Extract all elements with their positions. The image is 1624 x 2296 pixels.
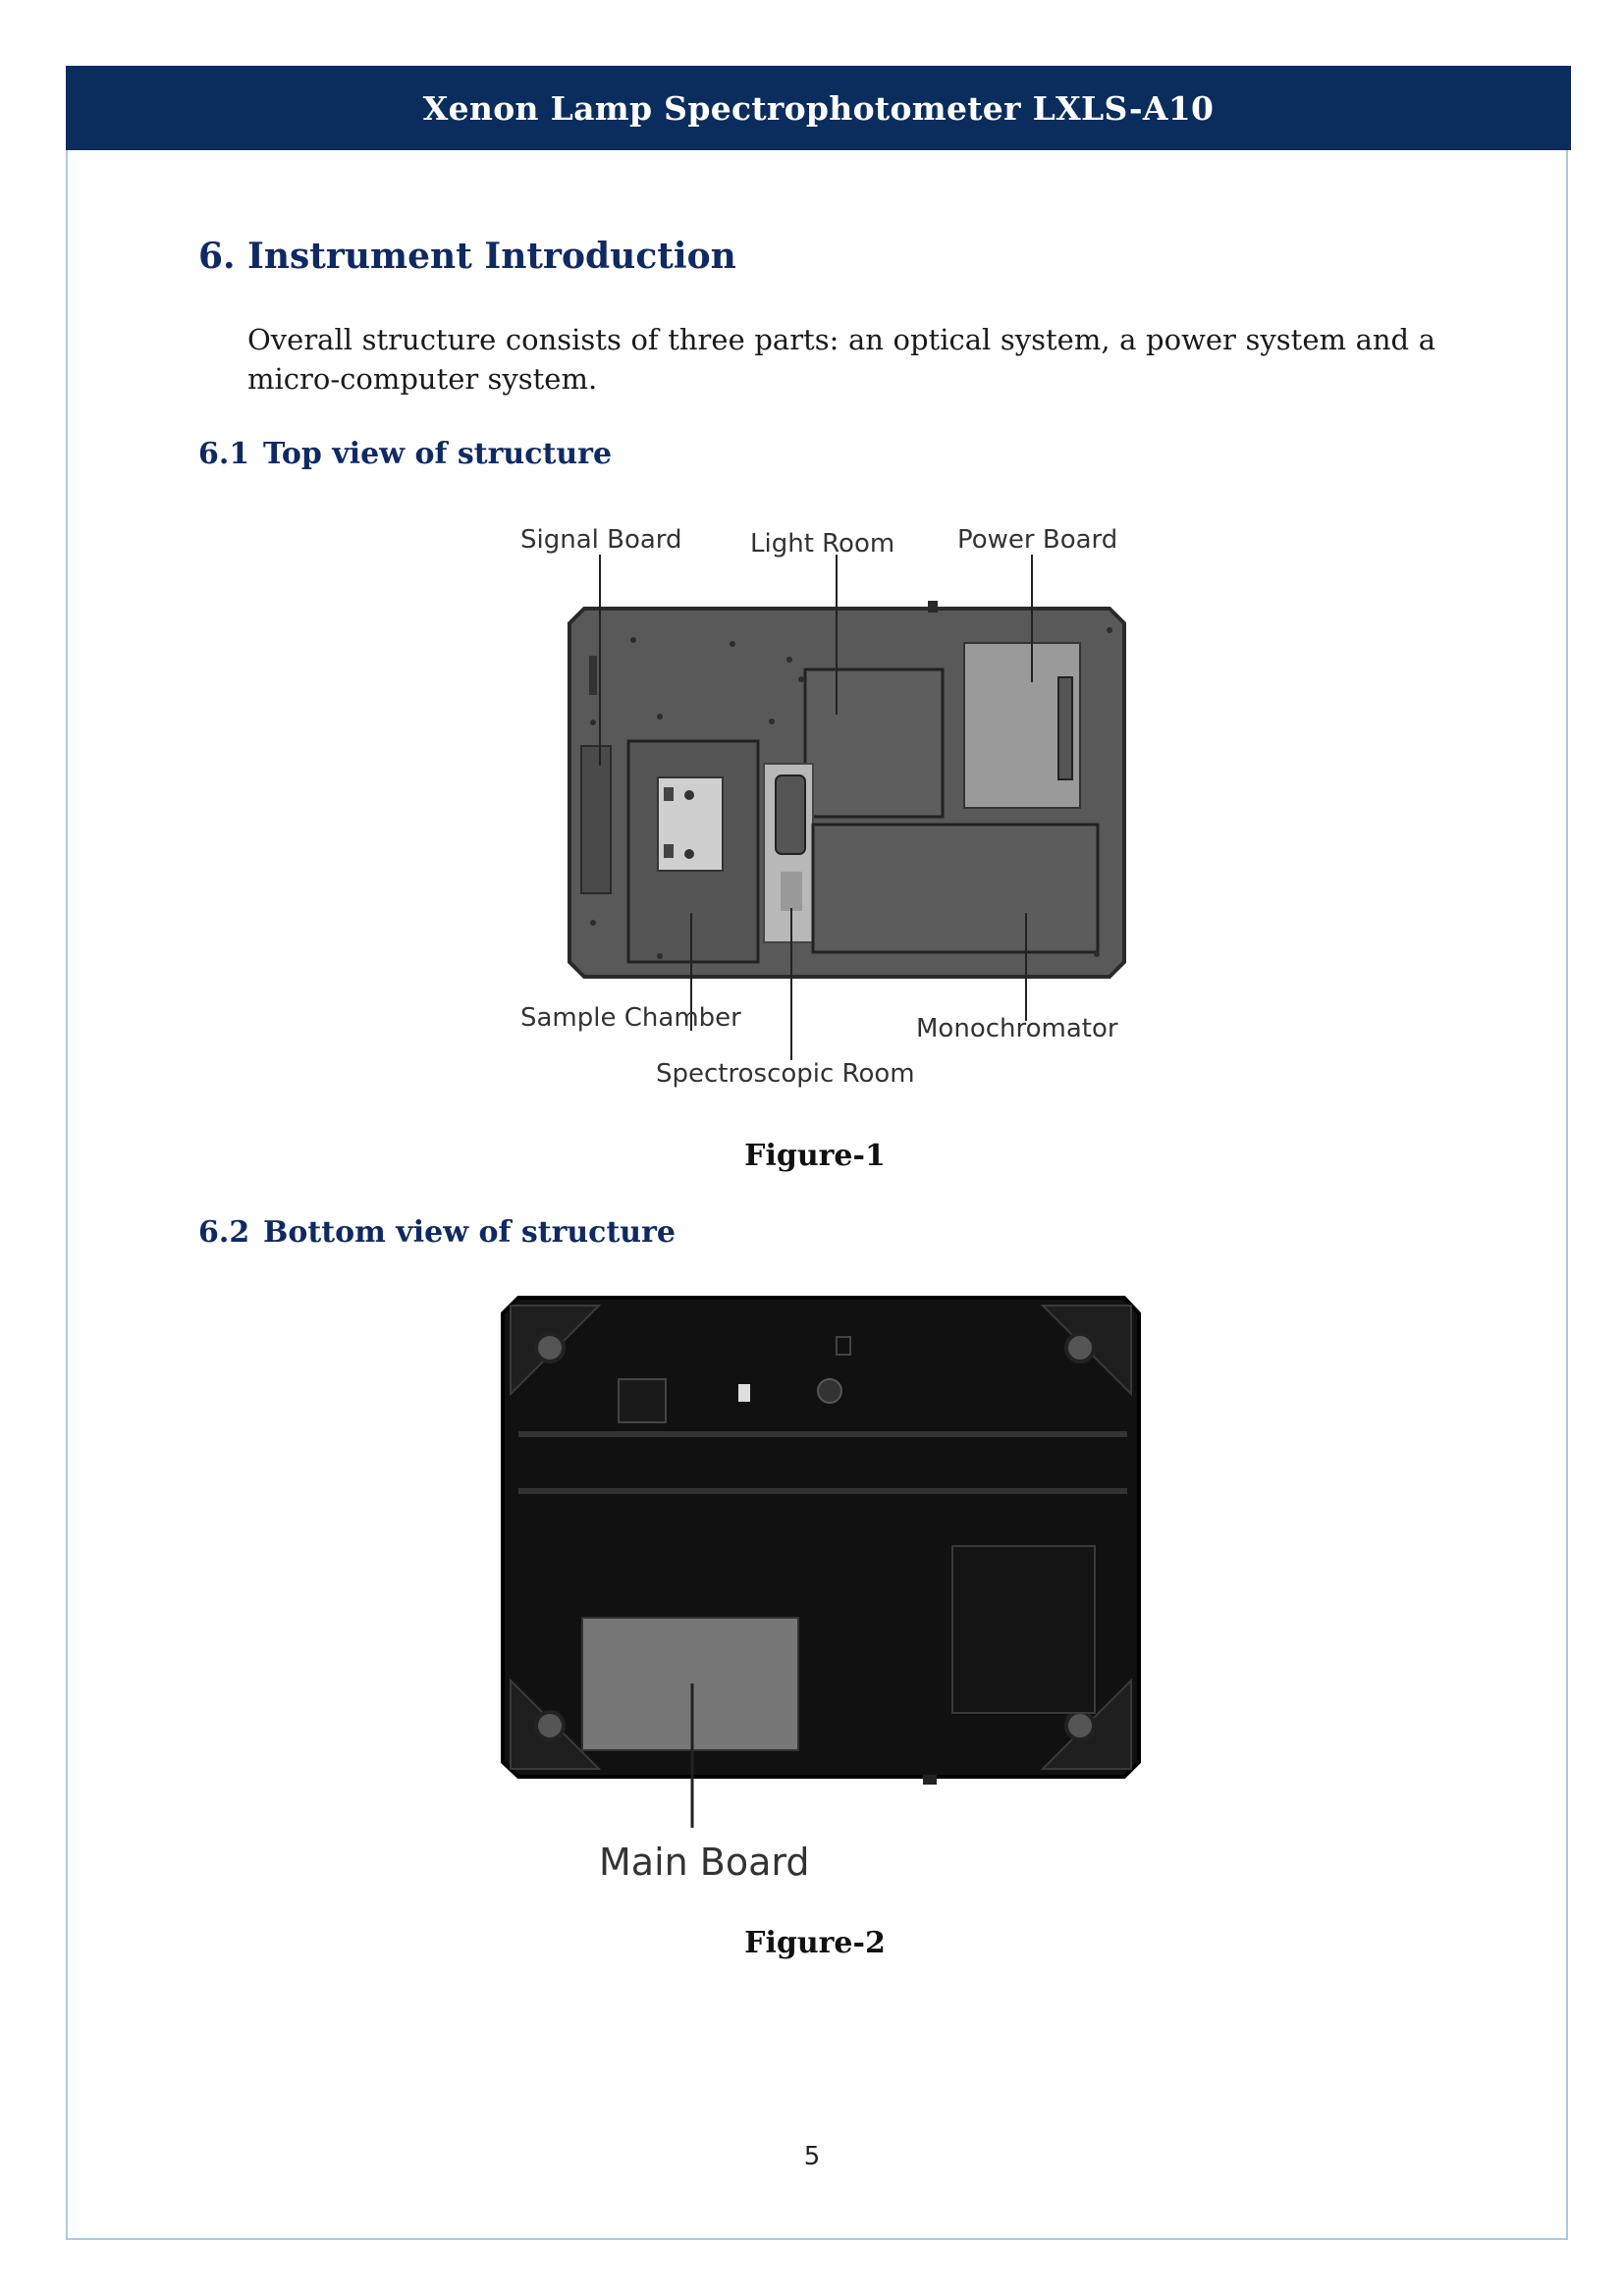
holder-clip xyxy=(664,844,674,858)
bottom-small-port xyxy=(836,1336,851,1356)
light-room-block xyxy=(803,667,945,819)
bottom-port xyxy=(618,1378,667,1423)
chassis-screws xyxy=(590,627,1112,959)
signal-board-block xyxy=(580,745,612,894)
left-edge-connector xyxy=(589,656,597,695)
label-sample-chamber: Sample Chamber xyxy=(520,1003,741,1033)
section-intro-paragraph: Overall structure consists of three part… xyxy=(247,323,1435,396)
figure-2-bottom-view-diagram: Main Board xyxy=(501,1296,1141,1884)
bottom-rail xyxy=(518,1431,1127,1437)
figure-1-top-view-diagram: Signal Board Light Room Power Board Samp… xyxy=(520,525,1126,1089)
label-spectroscopic-room: Spectroscopic Room xyxy=(656,1059,915,1089)
holder-screw xyxy=(684,849,694,859)
document-title: Xenon Lamp Spectrophotometer LXLS-A10 xyxy=(422,88,1215,128)
subsection-title: Bottom view of structure xyxy=(263,1215,677,1250)
subsection-number: 6.2 xyxy=(198,1215,250,1250)
power-board-connector xyxy=(1057,676,1073,780)
label-monochromator: Monochromator xyxy=(916,1014,1118,1043)
section-heading: 6. Instrument Introduction xyxy=(198,236,736,277)
monochromator-block xyxy=(811,823,1100,954)
figure-2-caption: Figure-2 xyxy=(744,1926,886,1960)
label-signal-board: Signal Board xyxy=(520,525,682,555)
document-header: Xenon Lamp Spectrophotometer LXLS-A10 xyxy=(66,66,1571,150)
section-title: Instrument Introduction xyxy=(247,236,736,277)
holder-screw xyxy=(684,790,694,800)
main-board-block xyxy=(581,1617,799,1751)
top-connector xyxy=(928,601,938,613)
subsection-title: Top view of structure xyxy=(263,437,613,471)
page-number: 5 xyxy=(803,2142,821,2171)
label-light-room: Light Room xyxy=(750,529,894,559)
figure-1-caption: Figure-1 xyxy=(744,1139,886,1173)
bottom-right-panel xyxy=(951,1545,1096,1714)
section-number: 6. xyxy=(198,236,236,277)
subsection-number: 6.1 xyxy=(198,437,250,471)
holder-clip xyxy=(664,787,674,801)
spectroscopic-base xyxy=(781,872,802,911)
bottom-switch xyxy=(738,1384,750,1402)
leader-lines xyxy=(599,555,1033,1060)
bottom-rail xyxy=(518,1488,1127,1494)
rubber-feet xyxy=(534,1332,1096,1741)
spectroscopic-lamp-housing xyxy=(775,774,806,855)
bottom-foot-connector xyxy=(923,1775,937,1785)
bottom-knob xyxy=(817,1378,842,1404)
subsection-heading-bottom-view: 6.2 Bottom view of structure xyxy=(198,1215,676,1250)
label-main-board: Main Board xyxy=(599,1841,809,1884)
label-power-board: Power Board xyxy=(957,525,1117,555)
subsection-heading-top-view: 6.1 Top view of structure xyxy=(198,437,612,471)
